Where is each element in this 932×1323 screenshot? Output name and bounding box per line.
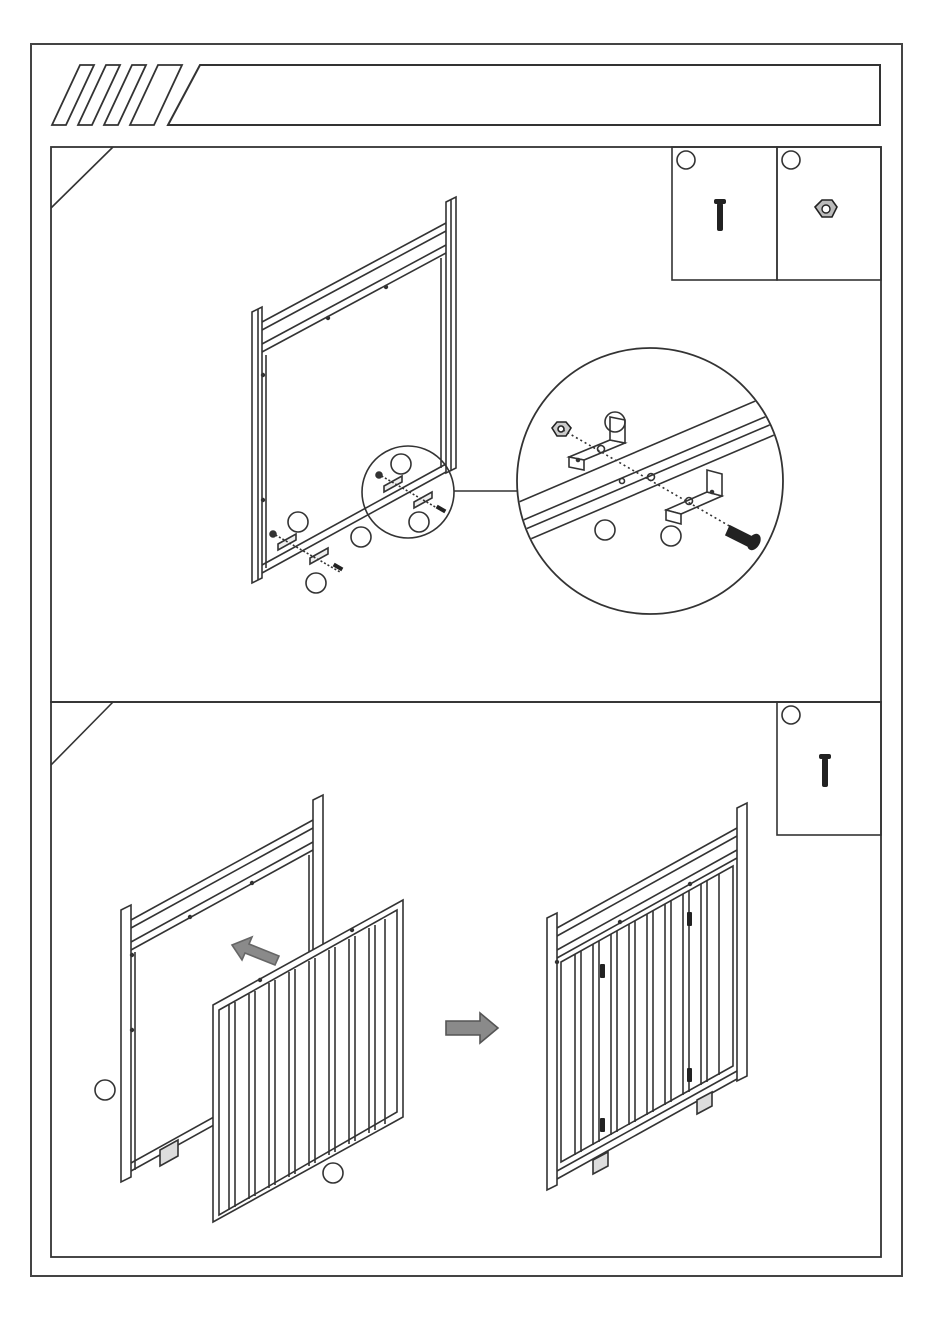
callout-circle	[288, 512, 308, 532]
result-arrow	[446, 1013, 498, 1043]
callout-circle	[409, 512, 429, 532]
bolt-icon	[819, 754, 831, 787]
header-stripe	[52, 65, 94, 125]
bolt-icon	[726, 526, 762, 551]
bracket	[569, 417, 625, 470]
header-stripe	[78, 65, 120, 125]
step-a-panel	[51, 147, 881, 702]
nut-icon	[552, 422, 571, 436]
callout-circle	[351, 527, 371, 547]
callout-circle	[661, 526, 681, 546]
headboard-frame	[252, 197, 518, 593]
bolt-icon	[714, 199, 726, 231]
step-a-parts-box	[672, 147, 881, 280]
callout-circle	[595, 520, 615, 540]
callout-circle	[323, 1163, 343, 1183]
step-a-number-corner	[51, 147, 113, 208]
bolt-icon	[600, 912, 692, 1132]
assembled-headboard	[547, 803, 747, 1190]
header-bar	[52, 65, 880, 125]
callout-circle	[306, 573, 326, 593]
part-label-circle	[677, 151, 695, 169]
header-stripe	[104, 65, 146, 125]
part-label-circle	[782, 706, 800, 724]
callout-circle	[95, 1080, 115, 1100]
bracket	[270, 531, 343, 572]
insert-arrow	[232, 937, 279, 965]
nut-icon	[815, 200, 837, 217]
part-label-circle	[782, 151, 800, 169]
step-b-panel	[51, 702, 881, 1257]
callout-circle	[391, 454, 411, 474]
step-b-parts-box	[777, 702, 881, 835]
detail-view	[500, 348, 800, 614]
step-b-number-corner	[51, 702, 113, 765]
header-stripe	[130, 65, 182, 125]
